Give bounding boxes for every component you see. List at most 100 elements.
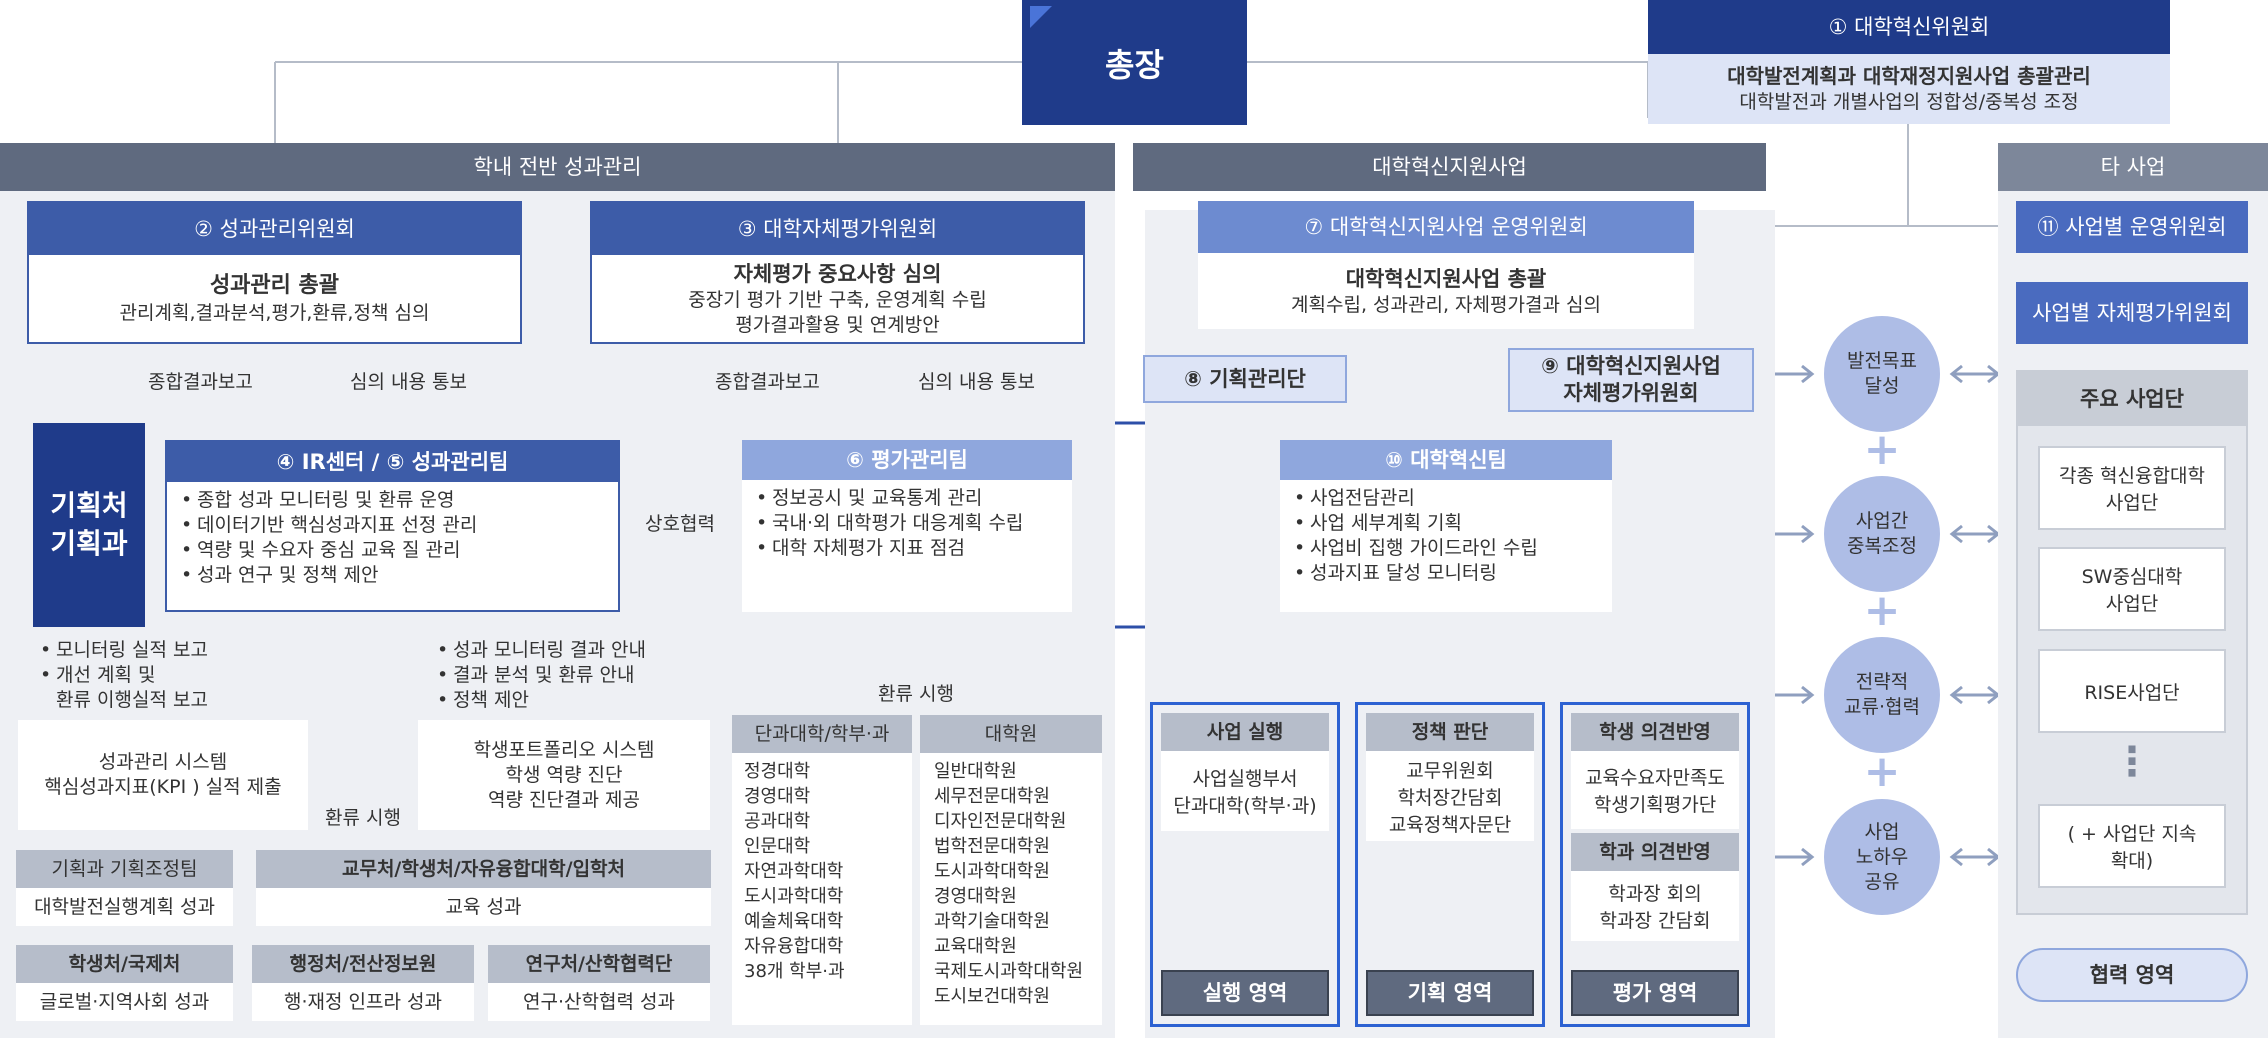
area-body-line: 학생기획평가단	[1593, 794, 1717, 816]
committee9-box: ⑨ 대학혁신지원사업 자체평가위원회	[1508, 348, 1754, 412]
committee3-line2: 중장기 평가 기반 구축, 운영계획 수립	[688, 288, 987, 311]
college-item: 38개 학부·과	[744, 961, 845, 982]
area-body-line: 학과장 간담회	[1599, 910, 1711, 932]
unit-card: 기획과 기획조정팀 대학발전실행계획 성과	[16, 850, 233, 926]
circle-text: 사업	[1864, 820, 1900, 843]
college-item: 경영대학	[744, 786, 811, 807]
area-head: 사업 실행	[1161, 713, 1329, 751]
committee1-line2: 대학발전과 개별사업의 정합성/중복성 조정	[1739, 91, 2079, 113]
mid-report-item: 성과 모니터링 결과 안내	[435, 638, 735, 663]
major-item-line: SW중심대학	[2081, 566, 2183, 588]
planning-office: 기획처 기획과	[33, 423, 145, 627]
college-item: 인문대학	[744, 836, 811, 857]
major-item-line: 각종 혁신융합대학	[2059, 465, 2205, 487]
grad-item: 세무전문대학원	[934, 786, 1050, 807]
team6-item: 국내·외 대학평가 대응계획 수립	[754, 511, 1060, 536]
team45-box: ④ IR센터 / ⑤ 성과관리팀 종합 성과 모니터링 및 환류 운영 데이터기…	[165, 440, 620, 612]
system2-line1: 학생포트폴리오 시스템	[473, 738, 655, 761]
committee1-body: 대학발전계획과 대학재정지원사업 총괄관리 대학발전과 개별사업의 정합성/중복…	[1648, 54, 2170, 124]
committee3-box: ③ 대학자체평가위원회 자체평가 중요사항 심의 중장기 평가 기반 구축, 운…	[590, 201, 1085, 344]
grad-item: 일반대학원	[934, 761, 1017, 782]
plus-icon: +	[1863, 424, 1901, 475]
area-footer: 기획 영역	[1366, 970, 1534, 1016]
college-item: 자연과학대학	[744, 861, 844, 882]
group8-box: ⑧ 기획관리단	[1143, 355, 1347, 403]
grad-item: 도시보건대학원	[934, 986, 1050, 1007]
grad-item: 과학기술대학원	[934, 911, 1050, 932]
left-report-item: 모니터링 실적 보고	[38, 638, 298, 663]
team45-list: 종합 성과 모니터링 및 환류 운영 데이터기반 핵심성과지표 선정 관리 역량…	[167, 482, 618, 594]
corner-mark	[1030, 6, 1052, 28]
area-body-line: 사업실행부서	[1192, 768, 1298, 790]
grad-item: 경영대학원	[934, 886, 1017, 907]
area-body-line: 교육수요자만족도	[1585, 767, 1725, 789]
major-item: RISE사업단	[2038, 649, 2226, 733]
grad-item: 법학전문대학원	[934, 836, 1050, 857]
team10-item: 성과지표 달성 모니터링	[1292, 561, 1600, 586]
unit-body: 대학발전실행계획 성과	[16, 888, 233, 926]
team10-list: 사업전담관리 사업 세부계획 기획 사업비 집행 가이드라인 수립 성과지표 달…	[1280, 480, 1612, 592]
arrow-label-notice: 심의 내용 통보	[350, 371, 467, 393]
committee9-line2: 자체평가위원회	[1563, 381, 1699, 405]
left-report-item: 환류 이행실적 보고	[38, 688, 298, 713]
grad-item: 교육대학원	[934, 936, 1017, 957]
committee2-title: ② 성과관리위원회	[29, 203, 520, 255]
team10-item: 사업전담관리	[1292, 486, 1600, 511]
team6-item: 대학 자체평가 지표 점검	[754, 536, 1060, 561]
colleges-head: 단과대학/학부·과	[732, 715, 912, 753]
committee3-line3: 평가결과활용 및 연계방안	[735, 313, 940, 336]
team6-item: 정보공시 및 교육통계 관리	[754, 486, 1060, 511]
unit-head: 학생처/국제처	[16, 945, 233, 983]
mid-report-item: 정책 제안	[435, 688, 735, 713]
cooperation-label: 상호협력	[645, 513, 715, 535]
unit-head: 행정처/전산정보원	[252, 945, 474, 983]
left-reports: 모니터링 실적 보고 개선 계획 및 환류 이행실적 보고	[38, 638, 298, 713]
major-title: 주요 사업단	[2018, 372, 2246, 426]
circle-text: 중복조정	[1847, 535, 1917, 557]
team6-box: ⑥ 평가관리팀 정보공시 및 교육통계 관리 국내·외 대학평가 대응계획 수립…	[742, 440, 1072, 612]
unit-body: 연구·산학협력 성과	[488, 983, 710, 1021]
grad-item: 도시과학대학원	[934, 861, 1050, 882]
committee7-line1: 대학혁신지원사업 총괄	[1345, 266, 1547, 291]
plus-icon: +	[1863, 585, 1901, 636]
unit-card: 학생처/국제처 글로벌·지역사회 성과	[16, 945, 233, 1021]
unit-body: 교육 성과	[256, 888, 711, 926]
mid-reports: 성과 모니터링 결과 안내 결과 분석 및 환류 안내 정책 제안	[435, 638, 735, 713]
unit-body: 글로벌·지역사회 성과	[16, 983, 233, 1021]
grad-item: 디자인전문대학원	[934, 811, 1067, 832]
unit-card: 행정처/전산정보원 행·재정 인프라 성과	[252, 945, 474, 1021]
area-body-line: 학처장간담회	[1397, 786, 1503, 809]
grad-list: 일반대학원 세무전문대학원 디자인전문대학원 법학전문대학원 도시과학대학원 경…	[920, 753, 1102, 1015]
left-report-text: 환류 이행실적 보고	[56, 689, 208, 711]
arrow-label-report2: 종합결과보고	[715, 371, 820, 393]
area-body-line: 교육정책자문단	[1388, 813, 1512, 836]
unit-card: 연구처/산학협력단 연구·산학협력 성과	[488, 945, 710, 1021]
area-execution: 사업 실행 사업실행부서 단과대학(학부·과) 실행 영역	[1150, 702, 1340, 1027]
team45-item: 종합 성과 모니터링 및 환류 운영	[179, 488, 606, 513]
area-head2: 학과 의견반영	[1571, 833, 1739, 871]
major-item-line: 사업단	[2105, 593, 2159, 615]
feedback-label-1: 환류 시행	[325, 807, 401, 829]
committee7-box: ⑦ 대학혁신지원사업 운영위원회 대학혁신지원사업 총괄 계획수립, 성과관리,…	[1198, 201, 1694, 329]
system2-line3: 역량 진단결과 제공	[488, 788, 640, 811]
committee2-box: ② 성과관리위원회 성과관리 총괄 관리계획,결과분석,평가,환류,정책 심의	[27, 201, 522, 344]
colleges-list: 정경대학 경영대학 공과대학 인문대학 자연과학대학 도시과학대학 예술체육대학…	[732, 753, 912, 990]
left-report-item: 개선 계획 및	[38, 663, 298, 688]
unit-body: 행·재정 인프라 성과	[252, 983, 474, 1021]
area-footer: 실행 영역	[1161, 970, 1329, 1016]
section-middle-bar: 대학혁신지원사업	[1133, 143, 1766, 191]
college-item: 도시과학대학	[744, 886, 844, 907]
team10-title: ⑩ 대학혁신팀	[1280, 440, 1612, 480]
grad-box: 대학원 일반대학원 세무전문대학원 디자인전문대학원 법학전문대학원 도시과학대…	[920, 715, 1102, 1025]
team45-title: ④ IR센터 / ⑤ 성과관리팀	[167, 442, 618, 482]
cooperation-area: 협력 영역	[2016, 948, 2248, 1002]
area-body2: 학과장 회의 학과장 간담회	[1571, 871, 1739, 941]
team45-item: 성과 연구 및 정책 제안	[179, 563, 606, 588]
president-box: 총장	[1022, 0, 1247, 125]
